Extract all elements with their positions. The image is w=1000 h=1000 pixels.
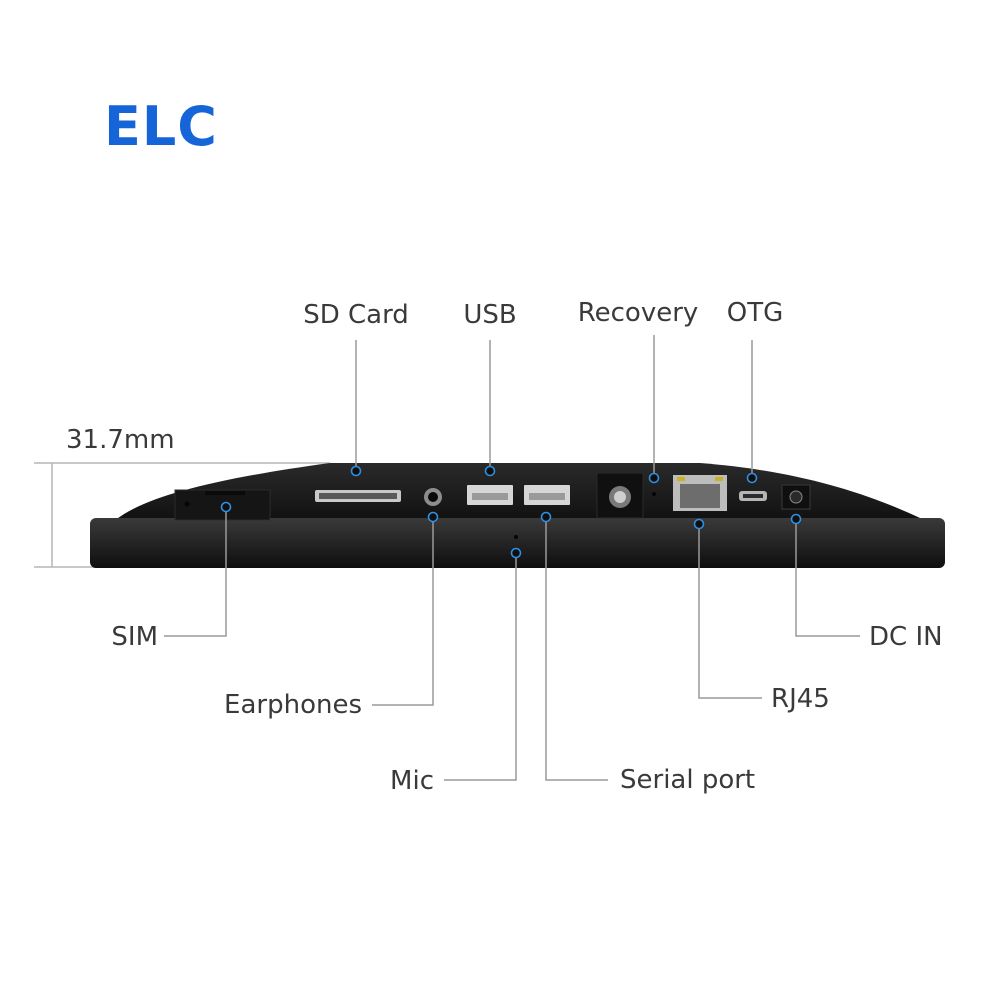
marker-rj45: [693, 518, 705, 530]
label-usb: USB: [463, 300, 517, 330]
label-sd-card: SD Card: [303, 300, 409, 330]
marker-mic: [510, 547, 522, 559]
label-earphones: Earphones: [224, 690, 362, 720]
leader-lines: [164, 335, 860, 781]
port-shapes: [174, 472, 811, 539]
dimension-height-label: 31.7mm: [66, 425, 175, 455]
marker-sim: [220, 501, 232, 513]
label-otg: OTG: [726, 298, 784, 328]
label-dc-in: DC IN: [869, 622, 943, 652]
device-front-rim: [90, 518, 945, 568]
brand-logo: ELC: [104, 95, 218, 158]
marker-dc-in: [790, 513, 802, 525]
port-markers: [220, 465, 802, 559]
marker-earphones: [427, 511, 439, 523]
marker-serial-port: [540, 511, 552, 523]
marker-sd-card: [350, 465, 362, 477]
label-serial-port: Serial port: [620, 765, 756, 795]
label-rj45: RJ45: [771, 684, 830, 714]
marker-otg: [746, 472, 758, 484]
label-mic: Mic: [390, 766, 434, 796]
marker-usb: [484, 465, 496, 477]
marker-recovery: [648, 472, 660, 484]
label-sim: SIM: [111, 622, 158, 652]
label-recovery: Recovery: [577, 298, 699, 328]
